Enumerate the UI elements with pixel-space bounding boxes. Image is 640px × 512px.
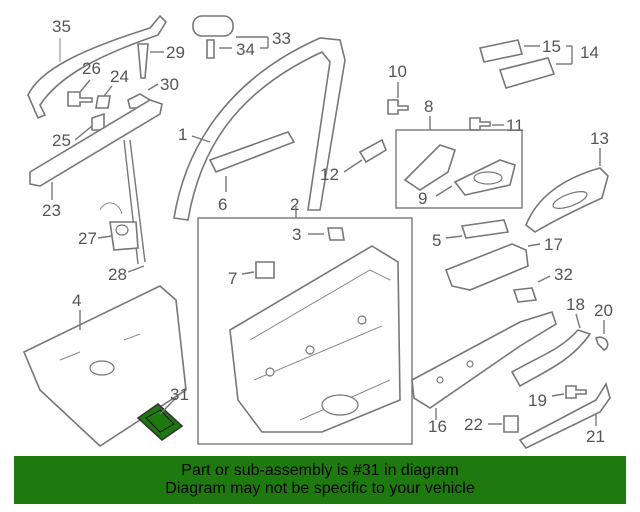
callout-4: 4: [72, 291, 81, 310]
part-6-strip: 6: [208, 131, 296, 214]
callout-24: 24: [110, 67, 129, 86]
callout-20: 20: [594, 301, 613, 320]
callout-22: 22: [464, 415, 483, 434]
callout-11: 11: [506, 116, 524, 135]
callout-34: 34: [236, 40, 255, 59]
callout-13: 13: [590, 129, 609, 148]
part-10-screw: 10: [387, 62, 409, 115]
callout-5: 5: [432, 231, 441, 250]
callout-25: 25: [52, 131, 71, 150]
callout-7: 7: [228, 269, 237, 288]
callout-28: 28: [108, 265, 127, 284]
callout-23: 23: [42, 201, 61, 220]
callout-30: 30: [160, 75, 179, 94]
part-33-34-handle-insert: 33 34: [192, 15, 291, 59]
part-14-15-switch: 15 14: [478, 37, 599, 89]
callout-10: 10: [388, 62, 407, 81]
callout-16: 16: [428, 417, 447, 436]
callout-2: 2: [290, 195, 299, 214]
part-19-21-trim: 19 21: [518, 382, 611, 450]
part-5-17-trim: 5 17: [432, 219, 563, 291]
callout-18: 18: [566, 295, 585, 314]
part-31-switch-highlighted[interactable]: 31: [136, 385, 189, 442]
part-32-clip: 32: [512, 265, 573, 303]
callout-35: 35: [52, 17, 71, 36]
part-35-trim-strip: 35: [27, 14, 168, 120]
part-8-9-handle-assembly: 8 9: [395, 97, 523, 209]
callout-29: 29: [166, 43, 185, 62]
part-29-pin: 29: [137, 43, 185, 79]
callout-3: 3: [292, 225, 301, 244]
part-12-cover: 12: [320, 138, 387, 184]
part-22-clip: 22: [464, 415, 519, 434]
part-16-armrest: 16: [411, 311, 557, 436]
banner-line-1: Part or sub-assembly is #31 in diagram: [181, 462, 459, 479]
banner-line-2: Diagram may not be specific to your vehi…: [165, 480, 475, 497]
callout-31: 31: [170, 385, 189, 404]
part-24-26-fasteners: 26 24 25: [52, 59, 129, 150]
callout-19: 19: [528, 391, 547, 410]
callout-1: 1: [178, 125, 187, 144]
callout-32: 32: [554, 265, 573, 284]
parts-diagram: 35 33 34 29 26 24 25 30 23: [22, 14, 613, 450]
callout-9: 9: [418, 189, 427, 208]
callout-14: 14: [580, 43, 599, 62]
callout-12: 12: [320, 165, 339, 184]
callout-6: 6: [218, 195, 227, 214]
part-4-insulator: 4: [22, 285, 187, 448]
callout-21: 21: [586, 427, 605, 446]
info-banner: Part or sub-assembly is #31 in diagram D…: [14, 456, 626, 504]
part-2-door-panel: 2 3 7: [197, 195, 413, 445]
callout-17: 17: [544, 235, 563, 254]
callout-26: 26: [82, 59, 101, 78]
part-18-20-strap: 18 20: [510, 295, 613, 388]
callout-33: 33: [272, 29, 291, 48]
part-27-28-regulator: 27 28: [78, 139, 146, 284]
part-23-trim: 23: [29, 99, 163, 220]
callout-8: 8: [424, 97, 433, 116]
part-11-screw: 11: [469, 116, 524, 135]
callout-27: 27: [78, 229, 97, 248]
part-1-frame-seal: 1: [173, 37, 346, 221]
callout-15: 15: [542, 37, 561, 56]
part-13-pull-handle: 13: [525, 129, 609, 233]
